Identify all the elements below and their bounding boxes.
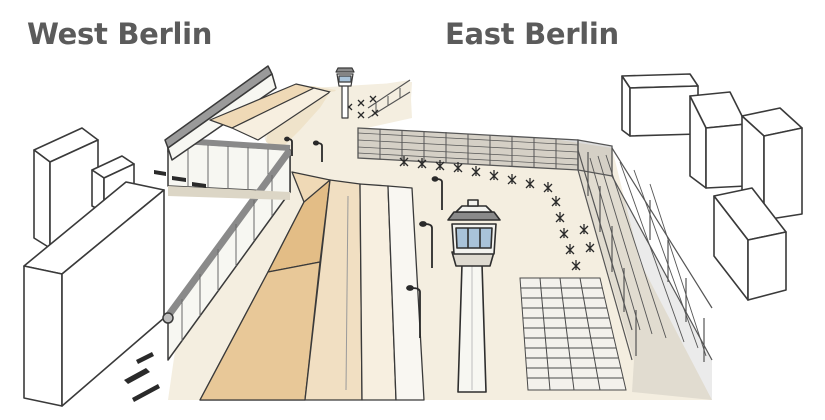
metal-grating: [519, 277, 627, 391]
patrol-road: [387, 185, 425, 401]
watchtower-main: [447, 199, 501, 393]
watchtower-icon: [335, 67, 355, 119]
ground-markings: [124, 170, 206, 402]
street-lamp-icon: [419, 221, 433, 268]
building-east-4: [713, 187, 787, 301]
far-ground: [300, 80, 412, 140]
tower-windows: [455, 227, 493, 249]
building-east-1: [621, 73, 699, 137]
tank-traps: [345, 95, 595, 271]
street-lamp-icon: [431, 176, 443, 210]
building-west-3: [23, 181, 165, 407]
west-buildings: [23, 127, 165, 407]
street-lamps: [284, 136, 443, 338]
east-buildings: [621, 73, 803, 301]
west-berlin-label: West Berlin: [27, 17, 213, 51]
east-berlin-label: East Berlin: [445, 17, 619, 51]
street-lamp-icon: [312, 140, 323, 162]
building-east-2: [689, 91, 747, 189]
signal-fence: [357, 79, 713, 400]
strip-bands: [199, 171, 425, 401]
tank-trap-icon: [399, 156, 595, 271]
far-strip: [209, 80, 412, 141]
street-lamp-icon: [406, 285, 421, 338]
street-lamp-icon: [284, 136, 293, 156]
